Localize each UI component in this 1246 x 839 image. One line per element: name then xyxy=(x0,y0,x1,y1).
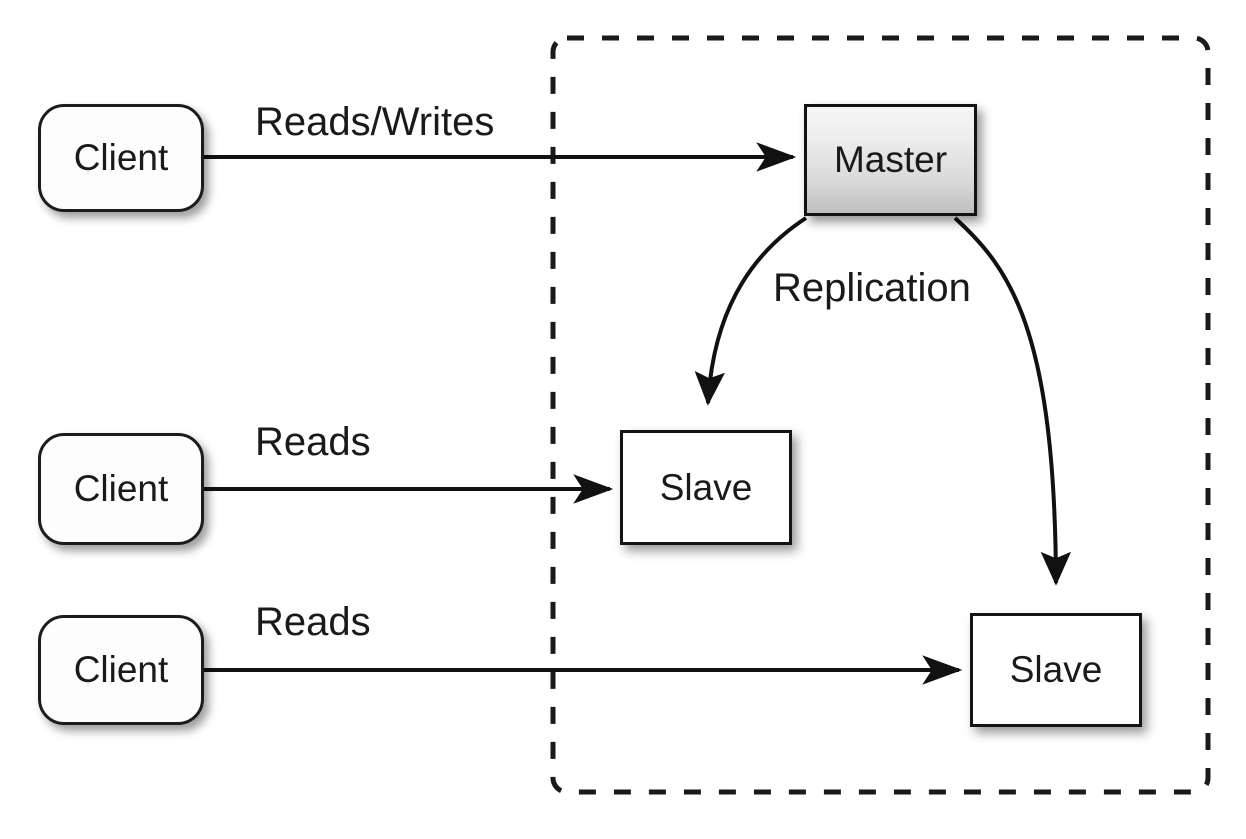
node-slave-2-label: Slave xyxy=(1009,649,1103,690)
edge-curve-replication-right xyxy=(953,216,1072,586)
node-client-3[interactable]: Client xyxy=(38,615,204,725)
edge-label-reads-writes: Reads/Writes xyxy=(255,100,495,144)
edge-curve-replication-left xyxy=(694,216,808,406)
edge-label-reads-slave-1: Reads xyxy=(255,420,371,464)
node-master-label: Master xyxy=(833,139,948,180)
edge-label-reads-slave-2: Reads xyxy=(255,600,371,644)
node-client-2[interactable]: Client xyxy=(38,433,204,545)
node-client-1-label: Client xyxy=(73,137,169,178)
node-slave-1[interactable]: Slave xyxy=(620,430,792,545)
node-client-3-label: Client xyxy=(73,649,169,690)
node-master[interactable]: Master xyxy=(804,104,977,216)
edge-label-replication: Replication xyxy=(773,266,971,310)
node-client-1[interactable]: Client xyxy=(38,104,204,212)
node-slave-1-label: Slave xyxy=(659,466,753,508)
node-slave-2[interactable]: Slave xyxy=(970,613,1142,727)
node-client-2-label: Client xyxy=(73,468,169,509)
